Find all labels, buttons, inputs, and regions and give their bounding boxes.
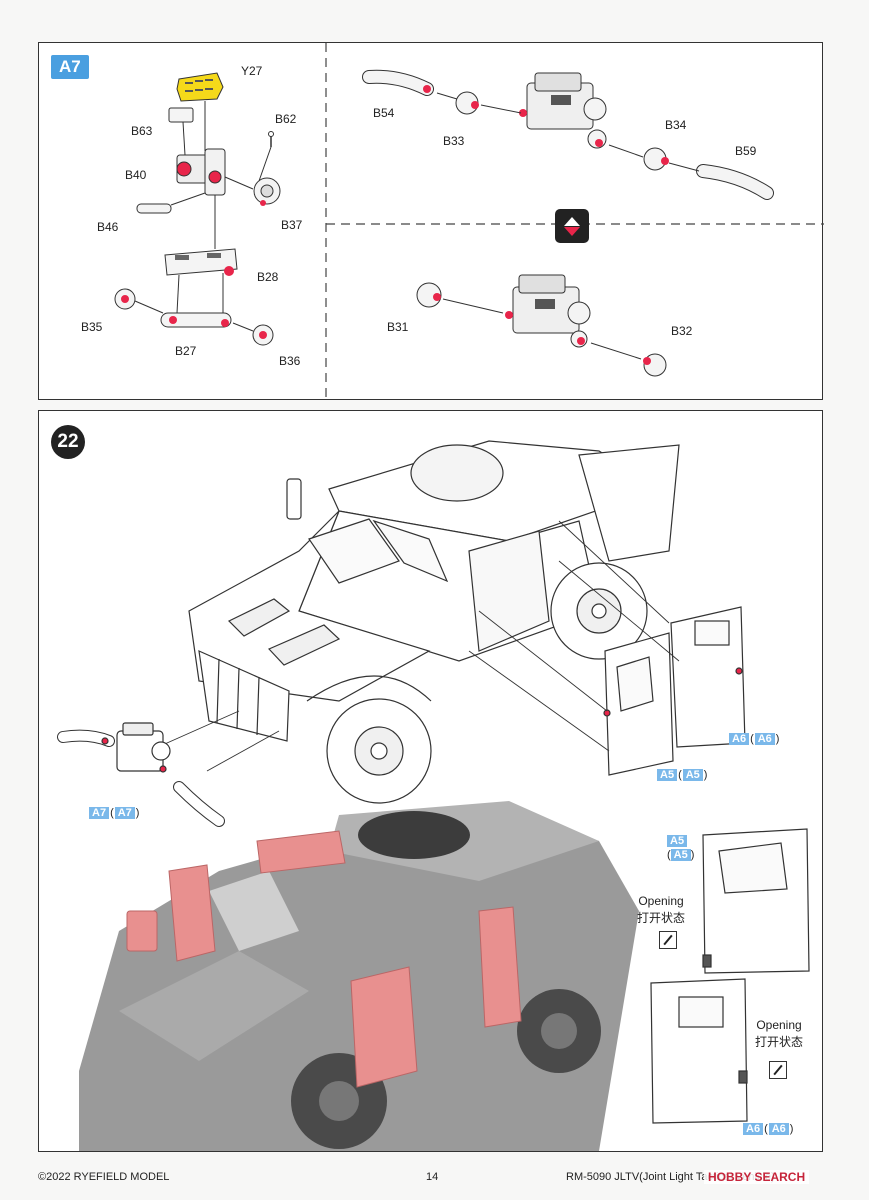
label-b33: B33 [443,134,465,148]
part-b46 [136,203,172,214]
step-22-panel: 22 [38,410,823,1152]
part-b35 [114,288,136,310]
part-b63 [168,107,194,123]
a7-subassembly-drawing [57,722,225,827]
label-b40: B40 [125,168,147,182]
step-number: 22 [51,425,85,459]
ref-a6-main: A6(A6) [729,733,779,745]
step-22-drawing [57,440,810,1151]
ref-a5-detail: A5 (A5) [667,835,695,861]
a7-assembly-drawing: Y27 B63 B62 B40 B46 B37 B28 B35 B27 B36 … [81,43,824,401]
part-y27 [176,72,224,102]
engine-block-upper [519,72,607,149]
label-b37: B37 [281,218,303,232]
part-b28 [164,248,238,276]
ref-a6-detail: A6(A6) [743,1123,793,1135]
cut-knife-icon [769,1061,787,1079]
detail-door-a6 [650,978,748,1124]
opening-note-a6: Opening 打开状态 [755,1018,804,1050]
vehicle-render-photo [79,801,639,1151]
vehicle-line-drawing [188,440,680,804]
subassembly-a7-panel: A7 [38,42,824,401]
label-b35: B35 [81,320,103,334]
label-y27: Y27 [241,64,263,78]
detail-door-a5 [702,828,810,974]
label-b34: B34 [665,118,687,132]
part-b33 [455,91,479,115]
opening-note-a5: Opening 打开状态 [637,894,686,926]
ref-a7: A7(A7) [89,807,139,819]
cut-knife-icon [659,931,677,949]
label-b28: B28 [257,270,279,284]
label-b63: B63 [131,124,153,138]
part-b34 [643,147,669,171]
part-b32 [643,353,667,377]
engine-block-lower [505,274,591,348]
watermark-logo: HOBBY SEARCH [704,1170,810,1184]
label-b32: B32 [671,324,693,338]
footer-page-number: 14 [426,1171,439,1183]
swap-arrow-icon [555,209,589,243]
part-b40 [176,154,212,184]
part-b37 [253,177,281,206]
footer-copyright: ©2022 RYEFIELD MODEL [38,1171,170,1183]
label-b54: B54 [373,106,395,120]
door-a6-drawing [670,606,746,748]
part-main-bracket [204,148,226,196]
label-b31: B31 [387,320,409,334]
part-b27 [160,312,232,328]
part-b31 [416,282,442,308]
door-a5-drawing [603,632,674,776]
label-b27: B27 [175,344,197,358]
part-b36 [252,324,274,346]
ref-a5-main: A5(A5) [657,769,707,781]
label-b36: B36 [279,354,301,368]
subassembly-badge: A7 [51,55,89,79]
label-b62: B62 [275,112,297,126]
label-b59: B59 [735,144,757,158]
label-b46: B46 [97,220,119,234]
